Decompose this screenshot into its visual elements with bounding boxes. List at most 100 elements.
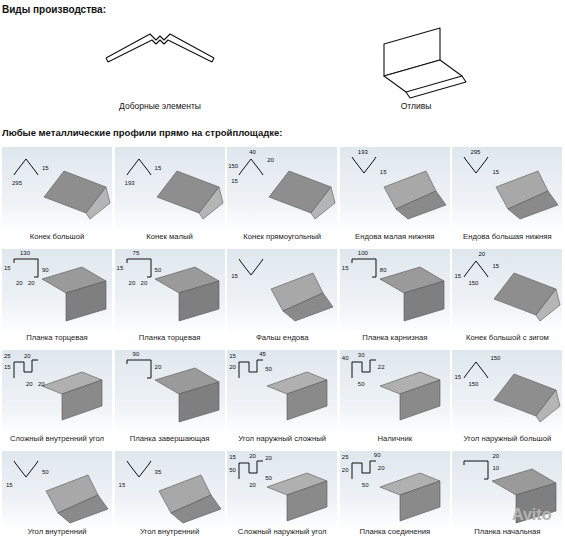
dimension-value: 15 [342,265,349,272]
profile-card: Конек прямоугольный402015015 [227,147,337,245]
profile-face [536,289,560,321]
profile-section [352,360,376,378]
profile-face [404,281,444,321]
dimension-value: 22 [378,364,385,371]
profile-caption: Ендова большая нижняя [452,232,562,241]
dimension-value: 50 [42,469,49,476]
profile-card: Планка начальная2010 [452,451,562,540]
profile-caption: Сложный внутренний угол [2,434,112,443]
dimension-value: 90 [133,351,140,358]
profile-section [14,159,38,175]
profile-face [86,187,110,219]
profile-card: Конек большой15295 [2,147,112,245]
dimension-value: 90 [42,267,49,274]
dimension-value: 15 [454,374,461,381]
profile-face [311,187,335,219]
profile-caption: Планка завершающая [115,434,225,443]
profile-section [127,259,151,277]
profile-card: Сложный наружный угол202015505020 [227,451,337,540]
dimension-value: 150 [228,163,238,170]
dimension-value: 25 [4,353,11,360]
section-label: Доборные элементы [119,101,201,111]
profile-card: Конек малый15193 [115,147,225,245]
dimension-value: 75 [133,250,140,257]
profile-caption: Угол внутренний [2,527,112,536]
profile-caption: Ендова малая нижняя [340,232,450,241]
dimension-value: 80 [380,267,387,274]
dimension-value: 10 [492,465,499,472]
dimension-value: 20 [267,157,274,164]
profile-section [14,461,38,477]
dimension-value: 20 [141,280,148,287]
dimension-value: 20 [129,280,136,287]
dimension-value: 20 [16,280,23,287]
profile-caption: Угол наружный сложный [227,434,337,443]
dimension-value: 20 [378,465,385,472]
profile-card: Угол наружный сложный15204550 [227,350,337,447]
profile-caption: Планка торцевая [2,333,112,342]
trim-element-drawing [106,34,214,62]
dimension-value: 15 [4,364,11,371]
profile-caption: Планка карнизная [340,333,450,342]
watermark: Avito [512,506,551,524]
profile-section [464,362,488,378]
profile-face [171,495,221,523]
profile-section [239,360,263,378]
profile-illustration [340,451,450,540]
dimension-value: 15 [119,482,126,489]
profile-section [464,261,488,277]
profile-face [508,191,558,219]
dimension-value: 20 [229,364,236,371]
profile-illustration [452,249,562,346]
dimension-value: 20 [249,453,256,460]
profile-caption: Планка торцевая [115,333,225,342]
dimension-value: 15 [492,169,499,176]
dimension-value: 20 [492,453,499,460]
dimension-value: 15 [492,263,499,270]
dimension-value: 295 [12,180,22,187]
profile-illustration [115,249,225,346]
profile-illustration [115,350,225,447]
profile-section [127,360,151,378]
flashing-drawing [384,60,462,92]
dimension-value: 15 [229,454,236,461]
dimension-value: 40 [249,149,256,156]
profile-caption: Угол наружный большой [452,434,562,443]
profile-face [536,390,560,422]
dimension-value: 193 [358,149,368,156]
profile-face [66,281,106,321]
profile-caption: Планка соединения [340,527,450,536]
profile-illustration [115,451,225,540]
profile-caption: Конек малый [115,232,225,241]
profile-card: Планка торцевая13015902020 [2,249,112,346]
dimension-value: 193 [125,180,135,187]
profile-illustration [340,249,450,346]
profile-card: Сложный внутренний угол2515202020 [2,350,112,447]
dimension-value: 20 [478,251,485,258]
profile-section [352,461,376,479]
dimension-value: 20 [24,353,31,360]
profile-card: Наличник40302250 [340,350,450,447]
profile-card: Угол внутренний3515 [115,451,225,540]
profile-caption: Конек большой [2,232,112,241]
section-label: Любые металлические профили прямо на стр… [2,127,283,138]
dimension-value: 40 [342,355,349,362]
profile-card: Планка соединения2590202050 [340,451,450,540]
dimension-value: 20 [28,280,35,287]
profile-face [287,481,327,521]
dimension-value: 50 [229,467,236,474]
profile-caption: Угол внутренний [115,527,225,536]
profile-card: Угол внутренний5015 [2,451,112,540]
profile-face [199,187,223,219]
dimension-value: 15 [380,169,387,176]
dimension-value: 50 [155,267,162,274]
dimension-value: 100 [358,250,368,257]
profile-section [239,159,263,175]
profile-caption: Наличник [340,434,450,443]
profile-face [179,382,219,422]
dimension-value: 50 [265,366,272,373]
dimension-value: 15 [4,265,11,272]
profile-section [127,159,151,175]
profile-illustration [2,451,112,540]
dimension-value: 150 [468,280,478,287]
